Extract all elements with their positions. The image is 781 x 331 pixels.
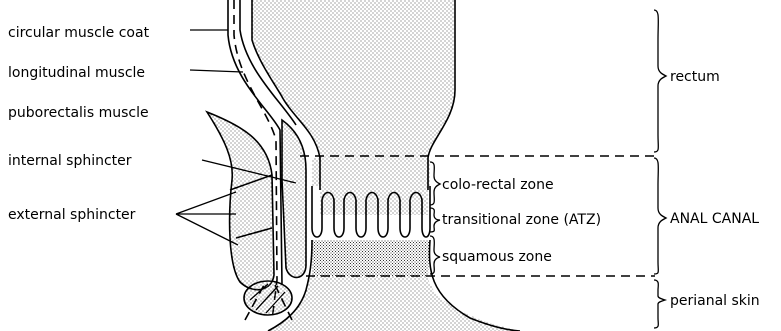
brace-colo-rectal [430, 162, 440, 205]
label-longitudinal-muscle: longitudinal muscle [8, 65, 145, 81]
external-sphincter-shape [207, 112, 274, 290]
label-rectum: rectum [670, 69, 720, 85]
colo-rectal-mucosa [312, 158, 430, 186]
leader-longitudinal-muscle [190, 70, 243, 72]
internal-sphincter-shape [282, 120, 306, 277]
label-internal-sphincter: internal sphincter [8, 153, 132, 169]
label-colo-rectal-zone: colo-rectal zone [442, 177, 554, 193]
label-perianal-skin: perianal skin [670, 293, 760, 309]
brace-anal-canal [654, 158, 666, 274]
leader-external-sphincter [176, 192, 238, 245]
brace-perianal-skin [654, 280, 665, 328]
label-puborectalis-muscle: puborectalis muscle [8, 105, 149, 121]
label-external-sphincter: external sphincter [8, 207, 136, 223]
label-circular-muscle-coat: circular muscle coat [8, 25, 150, 41]
label-transitional-zone: transitional zone (ATZ) [442, 212, 601, 228]
brace-transitional [430, 208, 440, 232]
brace-rectum [654, 10, 666, 152]
label-anal-canal: ANAL CANAL [670, 211, 759, 227]
squamous-zone-fill [312, 240, 430, 276]
label-squamous-zone: squamous zone [442, 249, 552, 265]
